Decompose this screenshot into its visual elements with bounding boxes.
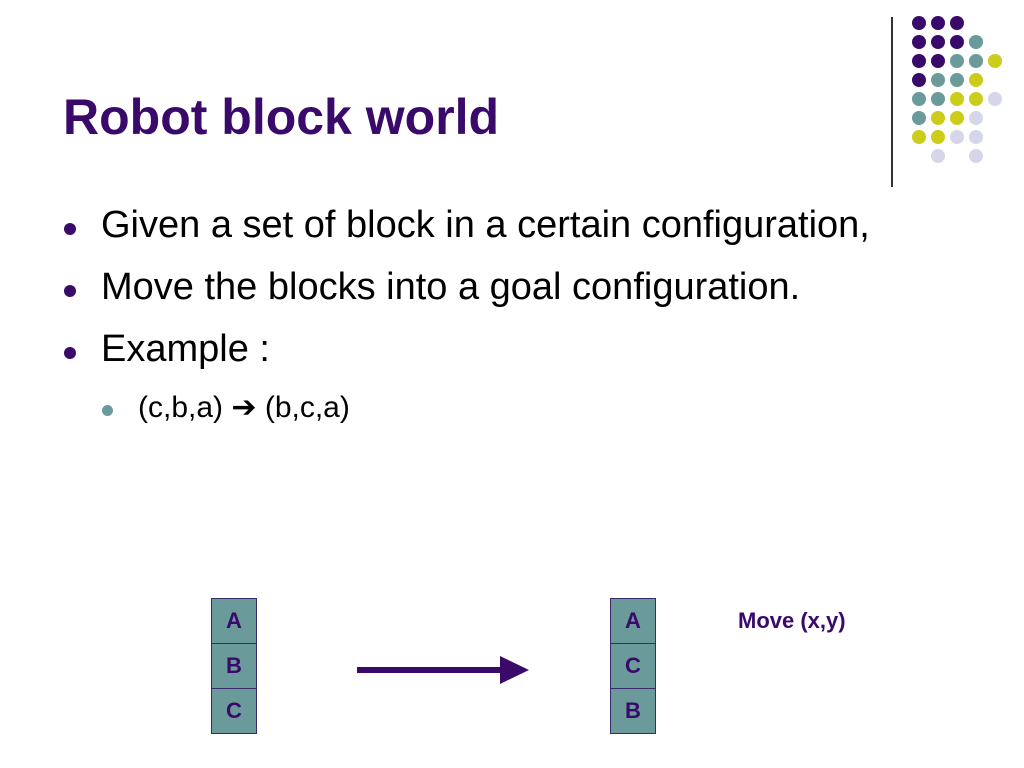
bullet-icon	[102, 405, 113, 416]
decor-dot	[912, 35, 926, 49]
decor-dot	[931, 92, 945, 106]
decor-dot	[931, 35, 945, 49]
decor-dot	[912, 111, 926, 125]
decor-dot	[912, 92, 926, 106]
block: B	[212, 644, 256, 689]
decor-dot	[931, 130, 945, 144]
bullet-icon	[64, 285, 76, 297]
decor-dot	[931, 16, 945, 30]
decor-dot	[912, 16, 926, 30]
decor-dot	[912, 73, 926, 87]
decor-dot	[950, 92, 964, 106]
decor-dot	[950, 35, 964, 49]
decor-dot	[969, 149, 983, 163]
slide-title: Robot block world	[63, 89, 500, 145]
block: C	[611, 644, 655, 689]
initial-stack: A B C	[211, 598, 257, 734]
decor-dot	[988, 54, 1002, 68]
block: A	[212, 599, 256, 644]
decor-dot	[969, 54, 983, 68]
decor-dot	[950, 73, 964, 87]
decor-dot	[931, 54, 945, 68]
goal-stack: A C B	[610, 598, 656, 734]
decor-dot	[950, 111, 964, 125]
operator-label: Move (x,y)	[738, 608, 846, 633]
decor-dot	[969, 130, 983, 144]
decor-dot	[969, 73, 983, 87]
decor-dot	[950, 54, 964, 68]
block: B	[611, 689, 655, 733]
decor-dot	[912, 54, 926, 68]
decor-dot	[912, 130, 926, 144]
decor-dot	[969, 92, 983, 106]
decor-dot	[950, 130, 964, 144]
bullet-icon	[64, 347, 76, 359]
bullet-icon	[64, 223, 76, 235]
decor-dot	[931, 73, 945, 87]
decor-divider	[891, 17, 893, 187]
block: C	[212, 689, 256, 733]
decor-dot	[931, 149, 945, 163]
decor-dot	[950, 16, 964, 30]
decor-dot	[969, 35, 983, 49]
block: A	[611, 599, 655, 644]
decor-dot	[988, 92, 1002, 106]
decor-dot	[969, 111, 983, 125]
arrow-right-icon	[357, 656, 529, 684]
decor-dot	[931, 111, 945, 125]
